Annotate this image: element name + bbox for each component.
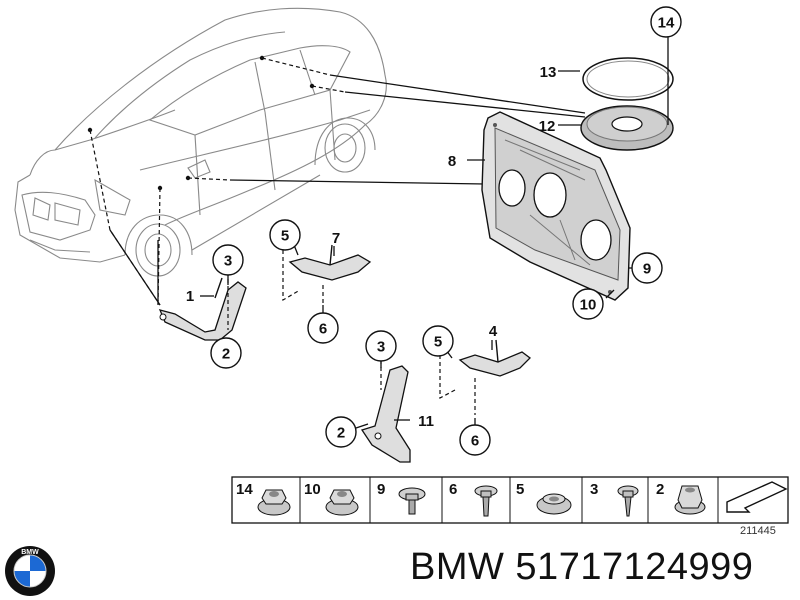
speaker-cover-part-12	[580, 105, 674, 151]
callout-circle-6a	[307, 312, 339, 344]
flange-nut-icon	[325, 489, 359, 516]
svg-text:BMW: BMW	[21, 549, 39, 556]
callout-circle-10	[572, 288, 604, 320]
car-leaders	[87, 55, 586, 306]
callout-1: 1	[186, 288, 194, 305]
bmw-logo-icon: BMW	[5, 546, 55, 596]
callout-circle-5a	[269, 219, 301, 251]
seal-ring-part-13	[582, 57, 674, 101]
callout-circle-2a	[210, 337, 242, 369]
bracket-part-1	[158, 277, 247, 341]
tile-label-14: 14	[236, 481, 253, 498]
fastener-strip: 14 10 9 6 5	[231, 476, 789, 537]
bolt-icon	[398, 487, 426, 515]
callout-circle-6b	[459, 424, 491, 456]
callout-circle-2b	[325, 416, 357, 448]
tile-label-9: 9	[377, 481, 385, 498]
callout-2b: 2	[337, 425, 345, 442]
callout-circle-3a	[212, 244, 244, 276]
callout-6b: 6	[471, 433, 479, 450]
callout-circle-5b	[422, 325, 454, 357]
mount-bracket-part-4	[458, 339, 531, 377]
tile-label-10: 10	[304, 481, 321, 498]
flange-nut-icon	[257, 489, 291, 516]
hex-nut-icon	[674, 485, 706, 515]
callout-3a: 3	[224, 253, 232, 270]
arrow-wedge-icon	[726, 481, 788, 513]
callouts: 3 1 2 5 7 6 3 2 11 5 4 6 8 13 12 14 9 10	[186, 6, 682, 456]
bolt-icon	[474, 485, 498, 517]
mount-bracket-part-7	[288, 244, 372, 281]
callout-circle-14	[650, 6, 682, 38]
callout-13: 13	[540, 64, 557, 81]
callout-6a: 6	[319, 321, 327, 338]
flange-nut-icon	[536, 493, 572, 515]
callout-2a: 2	[222, 346, 230, 363]
bracket-part-11	[360, 365, 411, 463]
callout-7: 7	[332, 230, 340, 247]
bolt-icon	[617, 485, 639, 517]
callout-8: 8	[448, 153, 456, 170]
tile-label-2: 2	[656, 481, 664, 498]
callout-11: 11	[418, 413, 434, 430]
tile-label-3: 3	[590, 481, 598, 498]
speaker-housing-part-8	[481, 111, 631, 301]
callout-10: 10	[580, 297, 597, 314]
callout-12: 12	[539, 118, 556, 135]
callout-9: 9	[643, 261, 651, 278]
callout-circle-3b	[365, 330, 397, 362]
callout-circle-9	[631, 252, 663, 284]
tile-label-6: 6	[449, 481, 457, 498]
tile-label-5: 5	[516, 481, 524, 498]
car-outline	[14, 7, 387, 277]
diagram-id: 211445	[740, 525, 776, 537]
callout-5b: 5	[434, 334, 442, 351]
page-title: BMW 51717124999	[410, 546, 754, 588]
callout-14: 14	[658, 15, 675, 32]
callout-5a: 5	[281, 228, 289, 245]
callout-3b: 3	[377, 339, 385, 356]
callout-4: 4	[489, 323, 498, 340]
